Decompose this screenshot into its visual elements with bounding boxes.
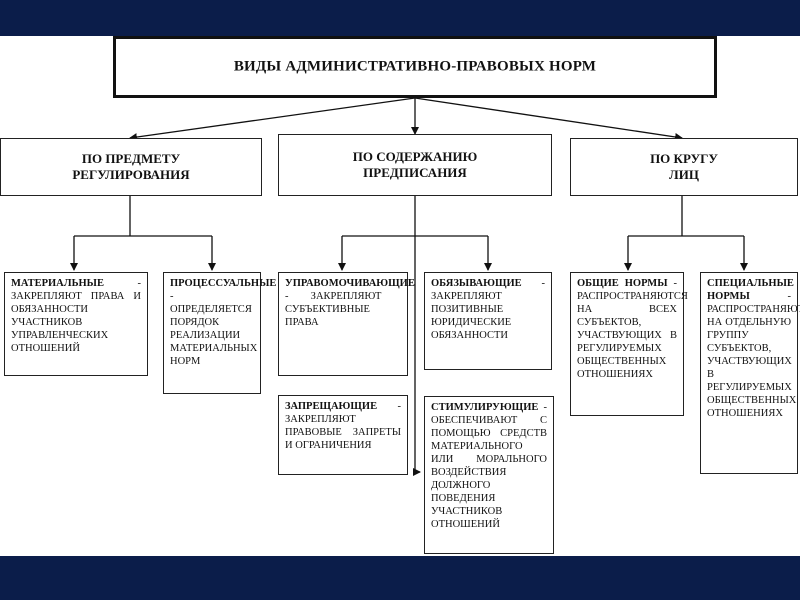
leaf-heading: ОБЯЗЫВАЮЩИЕ (431, 278, 522, 289)
leaf-text: - закрепляют права и обязанности участни… (11, 278, 141, 354)
leaf-special-norms: СПЕЦИАЛЬНЫЕ НОРМЫ - распространяются на … (700, 272, 800, 474)
leaf-heading: МАТЕРИАЛЬНЫЕ (11, 278, 104, 289)
category-by-persons: ПО КРУГУ ЛИЦ (570, 138, 798, 196)
leaf-material-norms: МАТЕРИАЛЬНЫЕ - закрепляют права и обязан… (4, 272, 148, 376)
leaf-heading: СТИМУЛИРУЮЩИЕ (431, 402, 539, 413)
leaf-text: - обеспечивают с помощью средств материа… (431, 402, 547, 530)
leaf-heading: СПЕЦИАЛЬНЫЕ НОРМЫ (707, 278, 794, 302)
category-label: ПО СОДЕРЖАНИЮ ПРЕДПИСАНИЯ (352, 149, 478, 180)
category-by-subject: ПО ПРЕДМЕТУ РЕГУЛИРОВАНИЯ (0, 138, 262, 196)
diagram-title: ВИДЫ АДМИНИСТРАТИВНО-ПРАВОВЫХ НОРМ (233, 58, 597, 75)
leaf-text: - закрепляют субъективные права (285, 291, 382, 328)
leaf-text: - закрепляют позитивные юридические обяз… (431, 278, 545, 341)
category-label: ПО КРУГУ ЛИЦ (650, 151, 718, 182)
leaf-stimulating-norms: СТИМУЛИРУЮЩИЕ - обеспечивают с помощью с… (424, 396, 554, 554)
leaf-empowering-norms: УПРАВОМОЧИВАЮЩИЕ - закрепляют субъективн… (278, 272, 415, 376)
leaf-heading: УПРАВОМОЧИВАЮЩИЕ (285, 278, 415, 289)
leaf-prohibiting-norms: ЗАПРЕЩАЮЩИЕ - закрепляют правовые запрет… (278, 395, 408, 475)
leaf-text: - распространяются на отдельную группу с… (707, 291, 800, 419)
top-band (0, 0, 800, 36)
leaf-obliging-norms: ОБЯЗЫВАЮЩИЕ - закрепляют позитивные юрид… (424, 272, 552, 370)
leaf-text: - распространяются на всех субъектов, уч… (577, 278, 688, 380)
leaf-heading: ПРОЦЕССУАЛЬНЫЕ (170, 278, 277, 289)
leaf-heading: ОБЩИЕ НОРМЫ (577, 278, 668, 289)
diagram-title-box: ВИДЫ АДМИНИСТРАТИВНО-ПРАВОВЫХ НОРМ (113, 36, 717, 98)
category-by-content: ПО СОДЕРЖАНИЮ ПРЕДПИСАНИЯ (278, 134, 552, 196)
bottom-band (0, 556, 800, 600)
leaf-procedural-norms: ПРОЦЕССУАЛЬНЫЕ - определяется порядок ре… (163, 272, 276, 394)
leaf-general-norms: ОБЩИЕ НОРМЫ - распространяются на всех с… (570, 272, 688, 416)
leaf-heading: ЗАПРЕЩАЮЩИЕ (285, 401, 378, 412)
leaf-text: - закрепляют правовые запреты и ограниче… (285, 401, 401, 451)
category-label: ПО ПРЕДМЕТУ РЕГУЛИРОВАНИЯ (72, 151, 190, 182)
leaf-text: - определяется порядок реализации матери… (170, 291, 258, 367)
